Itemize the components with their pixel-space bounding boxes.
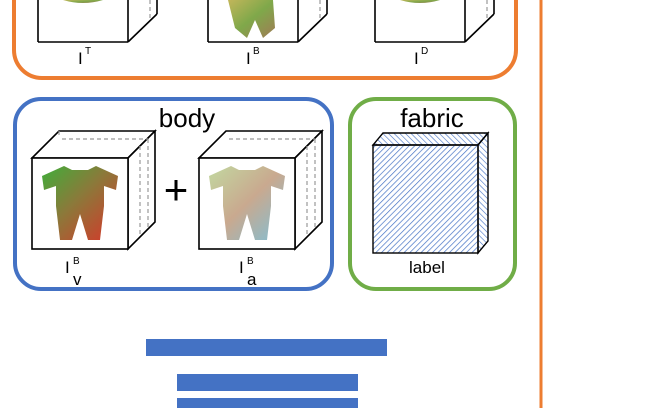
plus-operator: + — [164, 166, 189, 213]
body-label-1-main: I — [65, 258, 70, 277]
fabric-group-title: fabric — [400, 103, 464, 133]
top-cube-1 — [37, 0, 158, 43]
top-label-3-main: I — [414, 49, 419, 68]
body-group-title: body — [159, 103, 215, 133]
top-cube-3 — [374, 0, 495, 43]
body-label-1-sub: v — [73, 270, 82, 289]
body-label-2-main: I — [239, 258, 244, 277]
garment-velocity-map — [42, 166, 118, 240]
layer-bar-3 — [177, 398, 358, 408]
top-label-2-main: I — [246, 49, 251, 68]
layer-bar-2 — [177, 374, 358, 391]
body-label-2-sub: a — [247, 270, 257, 289]
body-label-2-sup: B — [247, 256, 254, 267]
body-label-1-sup: B — [73, 256, 80, 267]
body-group-box — [13, 97, 334, 291]
body-cube-velocity — [30, 129, 157, 251]
top-label-1-main: I — [78, 49, 83, 68]
fabric-cube-label: label — [409, 258, 445, 277]
fabric-group-box — [348, 97, 517, 291]
body-cube-acceleration — [197, 129, 324, 251]
layer-bar-1 — [146, 339, 387, 356]
garment-acceleration-map — [209, 166, 285, 240]
top-group-box — [12, 0, 518, 80]
top-cube-2 — [207, 0, 328, 43]
top-label-2-sup: B — [253, 46, 260, 57]
top-label-1-sup: T — [85, 46, 91, 57]
fabric-label-cube — [371, 131, 490, 255]
top-label-3-sup: D — [421, 46, 428, 57]
